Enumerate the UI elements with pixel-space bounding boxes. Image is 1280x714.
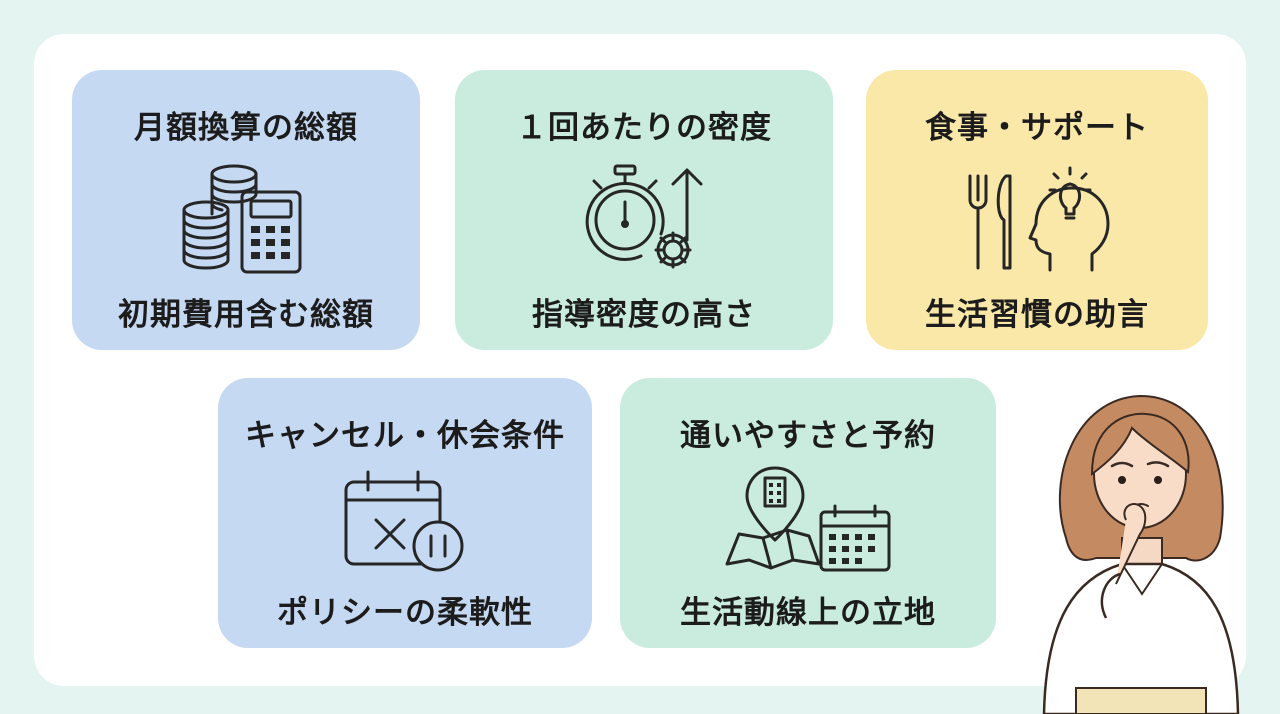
card-title: 月額換算の総額 (134, 110, 358, 146)
coins-calculator-icon (182, 164, 302, 274)
thinking-woman-icon (1042, 394, 1240, 714)
card-title: 食事・サポート (925, 110, 1149, 146)
card-subtitle: 初期費用含む総額 (118, 297, 374, 333)
card-subtitle: 生活動線上の立地 (680, 595, 936, 631)
map-pin-calendar-icon (725, 466, 891, 572)
card-title: 通いやすさと予約 (680, 418, 936, 454)
card-session-density: １回あたりの密度 指導密度の高さ (455, 70, 833, 350)
stopwatch-gear-arrow-icon (585, 164, 703, 269)
card-subtitle: 生活習慣の助言 (925, 297, 1149, 333)
calendar-cancel-pause-icon (344, 470, 464, 572)
card-monthly-total: 月額換算の総額 初期費用含む総額 (72, 70, 420, 350)
card-title: キャンセル・休会条件 (245, 418, 565, 454)
card-subtitle: ポリシーの柔軟性 (277, 595, 533, 631)
fork-knife-head-bulb-icon (968, 166, 1110, 272)
card-title: １回あたりの密度 (516, 110, 772, 146)
card-subtitle: 指導密度の高さ (532, 297, 756, 333)
card-access-booking: 通いやすさと予約 生活動線上の立地 (620, 378, 996, 648)
card-diet-support: 食事・サポート 生活習慣の助言 (866, 70, 1208, 350)
card-cancel-policy: キャンセル・休会条件 ポリシーの柔軟性 (218, 378, 592, 648)
